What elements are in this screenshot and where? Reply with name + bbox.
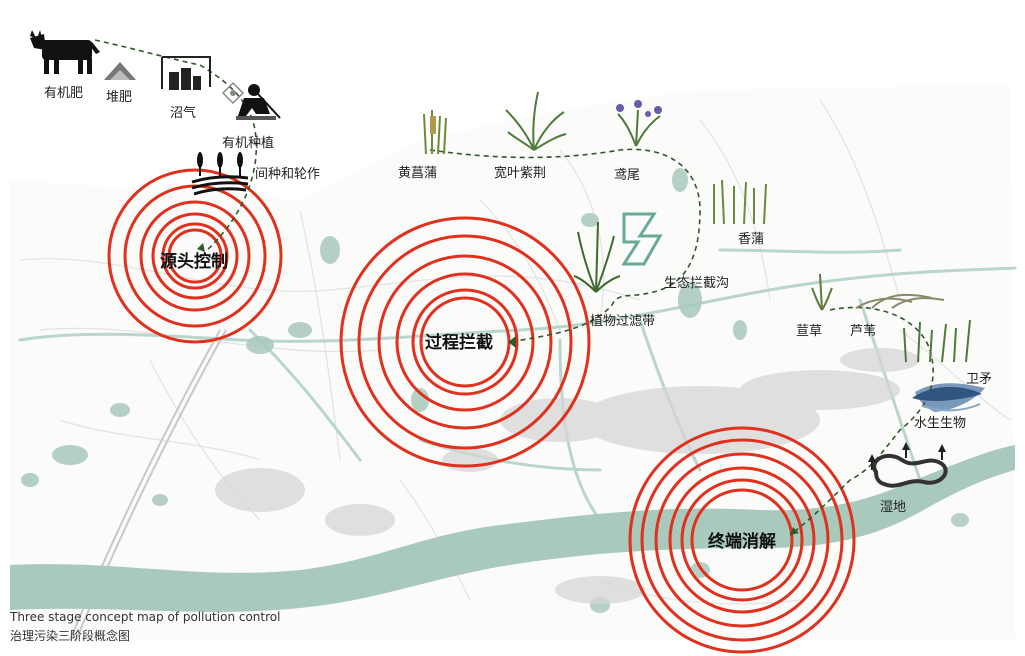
flow-path-terminal [789,306,934,536]
filter-strip-plant-icon [573,221,621,293]
aquatic-life-icon [912,386,982,412]
arrow-source-icon [197,243,205,252]
label-weimao: 卫矛 [966,372,993,387]
stage-label-terminal: 终端消解 [708,532,776,552]
ring-terminal-2 [640,438,844,642]
ring-process-2 [357,234,573,450]
recycle-icon [221,81,245,105]
label-cattail: 黄菖蒲 [398,166,438,181]
flow-arrows [197,243,799,535]
crop-field-icon [191,152,249,196]
stage-label-process: 过程拦截 [425,333,493,353]
flow-path-source [94,39,257,253]
label-weed: 荁草 [796,324,823,339]
label-plant-filter: 植物过滤带 [590,314,656,329]
label-eco-ditch: 生态拦截沟 [664,276,730,291]
flow-path-process [429,148,701,343]
farmer-icon [236,84,281,120]
broadleaf-plant-icon [505,91,567,151]
ring-source-5 [161,222,229,290]
ring-process-3 [377,254,553,430]
ring-process-4 [395,272,535,412]
grass-plant-icon [811,273,833,311]
label-intercrop-rotation: 间种和轮作 [255,167,321,182]
wetland-icon [868,442,948,488]
label-organic-planting: 有机种植 [222,136,275,151]
reed-plant-icon [855,293,945,309]
label-kochia: 宽叶紫荆 [494,166,547,181]
cow-icon [30,30,100,74]
arrow-process-icon [508,336,516,348]
ring-source-4 [151,212,239,300]
rings-source [107,168,283,344]
ring-source-1 [107,168,283,344]
typha-plant-icon [713,179,767,225]
ring-terminal-4 [668,466,816,614]
label-reed: 芦苇 [850,324,877,339]
ring-terminal-1 [628,426,856,654]
label-iris: 鸢尾 [614,168,641,183]
ring-process-5 [411,288,519,396]
caption-zh: 治理污染三阶段概念图 [10,629,131,643]
compost-icon [104,62,136,80]
label-organic-fertilizer: 有机肥 [44,86,84,101]
caption-en: Three stage concept map of pollution con… [10,610,281,624]
ring-terminal-5 [680,478,804,602]
ring-terminal-6 [690,488,794,592]
rings-terminal [628,426,856,654]
biogas-icon [161,56,211,90]
minor-roads [19,99,1011,605]
iris-plant-icon [616,100,662,147]
ring-terminal-3 [654,452,830,628]
stage-label-source: 源头控制 [160,252,228,272]
label-biogas: 沼气 [170,106,197,121]
ring-process-1 [339,216,591,468]
ring-source-6 [167,228,223,284]
river [10,445,1015,612]
arrow-terminal-icon [790,527,799,535]
rings-process [339,216,591,468]
label-aquatic: 水生生物 [914,416,967,431]
label-typha: 香蒲 [738,232,765,247]
label-compost: 堆肥 [106,90,133,105]
euonymus-plant-icon [903,319,971,363]
yellow-iris-plant-icon [423,110,447,155]
eco-ditch-icon [621,212,663,266]
flow-paths [94,39,934,536]
ponds [21,168,969,613]
ring-source-3 [139,200,251,312]
label-wetland: 湿地 [880,500,907,515]
